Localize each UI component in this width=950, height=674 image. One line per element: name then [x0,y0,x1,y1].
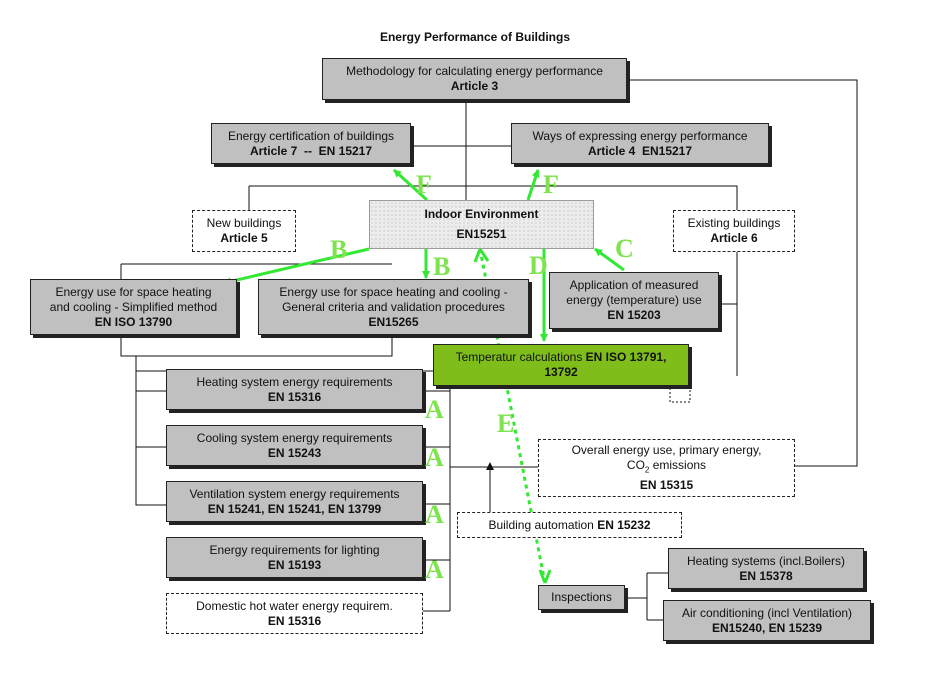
methodology-line1: Methodology for calculating energy perfo… [346,64,603,78]
ways-box[interactable]: Ways of expressing energy performance Ar… [511,123,769,164]
automation-line1: Building automation EN 15232 [488,518,650,533]
overall-energy-box[interactable]: Overall energy use, primary energy, CO2 … [538,439,795,497]
heating-systems-boilers-box[interactable]: Heating systems (incl.Boilers) EN 15378 [668,548,864,589]
measured-line3: EN 15203 [607,308,661,322]
existing-buildings-line1: Existing buildings [687,216,781,230]
heating-system-line2: EN 15316 [267,389,322,404]
link-label-c: C [615,234,634,263]
methodology-line2: Article 3 [450,79,499,93]
indoor-line2: EN15251 [456,226,507,241]
measured-line1: Application of measured [569,278,699,292]
certification-box[interactable]: Energy certification of buildings Articl… [211,123,411,164]
overall-emissions: emissions [649,458,707,473]
temperature-line1: Temperatur calculations EN ISO 13791, [456,350,667,365]
link-label-a-ventilation: A [425,500,444,529]
temperature-line1-standard: EN ISO 13791, [585,350,667,364]
link-label-b-right: B [433,252,451,281]
link-label-b-left: B [330,235,348,264]
link-label-a-lighting: A [425,555,444,584]
inspections-line1: Inspections [551,590,612,604]
general-criteria-line3: EN15265 [368,314,419,329]
overall-line1: Overall energy use, primary energy, [571,443,762,458]
general-criteria-line1: Energy use for space heating and cooling… [279,284,508,299]
measured-energy-box[interactable]: Application of measured energy (temperat… [549,272,719,329]
heating-systems-line2: EN 15378 [739,568,793,583]
simplified-line1: Energy use for space heating [55,284,212,299]
temperature-line1-text: Temperatur calculations [455,350,586,364]
link-label-d: D [529,251,548,280]
indoor-line1: Indoor Environment [424,207,539,222]
heating-system-line1: Heating system energy requirements [196,374,393,389]
overall-line3: EN 15315 [639,477,694,492]
overall-co: CO [626,458,645,473]
simplified-line3: EN ISO 13790 [94,314,173,329]
lighting-line2: EN 15193 [267,557,322,572]
general-criteria-box[interactable]: Energy use for space heating and cooling… [258,279,529,335]
ventilation-system-line1: Ventilation system energy requirements [189,486,400,501]
air-conditioning-line1: Air conditioning (incl Ventilation) [681,605,853,620]
methodology-box[interactable]: Methodology for calculating energy perfo… [322,58,627,100]
cooling-system-line1: Cooling system energy requirements [196,430,393,445]
existing-buildings-line2: Article 6 [710,231,758,245]
ways-line2: Article 4 EN15217 [587,143,693,158]
temperature-line2: 13792 [544,365,578,379]
automation-text: Building automation [488,517,598,532]
simplified-line2: and cooling - Simplified method [49,299,218,314]
hot-water-line1: Domestic hot water energy requirem. [196,598,393,613]
hot-water-box[interactable]: Domestic hot water energy requirem. EN 1… [166,593,423,634]
air-conditioning-box[interactable]: Air conditioning (incl Ventilation) EN15… [663,600,871,641]
new-buildings-box[interactable]: New buildings Article 5 [192,210,296,252]
heating-system-box[interactable]: Heating system energy requirements EN 15… [166,369,423,410]
cooling-system-box[interactable]: Cooling system energy requirements EN 15… [166,425,423,466]
heating-systems-line1: Heating systems (incl.Boilers) [686,553,846,568]
cooling-system-line2: EN 15243 [267,445,322,460]
air-conditioning-line2: EN15240, EN 15239 [711,620,823,635]
inspections-box[interactable]: Inspections [538,585,625,610]
link-label-a-cooling: A [425,443,444,472]
lighting-box[interactable]: Energy requirements for lighting EN 1519… [166,537,423,578]
ways-line1: Ways of expressing energy performance [532,128,748,143]
diagram-title: Energy Performance of Buildings [379,30,571,44]
link-label-e: E [497,409,515,438]
lighting-line1: Energy requirements for lighting [209,542,380,557]
building-automation-box[interactable]: Building automation EN 15232 [457,512,682,538]
existing-buildings-box[interactable]: Existing buildings Article 6 [673,210,795,252]
hot-water-line2: EN 15316 [267,613,322,628]
overall-line2: CO2 emissions [627,458,706,477]
indoor-environment-box[interactable]: Indoor Environment EN15251 [369,200,594,249]
ventilation-system-box[interactable]: Ventilation system energy requirements E… [166,481,423,522]
link-label-f-right: F [543,170,559,199]
link-label-a-heating: A [425,395,444,424]
general-criteria-line2: General criteria and validation procedur… [282,299,505,314]
simplified-method-box[interactable]: Energy use for space heating and cooling… [30,279,237,335]
temperature-calculations-box[interactable]: Temperatur calculations EN ISO 13791, 13… [433,344,689,386]
link-label-f-left: F [416,170,432,199]
automation-standard: EN 15232 [597,517,651,532]
certification-line2: Article 7 -- EN 15217 [249,143,373,158]
new-buildings-line2: Article 5 [220,231,268,245]
overall-co-subscript: 2 [644,465,650,475]
ventilation-system-line2: EN 15241, EN 15241, EN 13799 [207,501,382,516]
measured-line2: energy (temperature) use [566,293,702,307]
certification-line1: Energy certification of buildings [227,128,395,143]
new-buildings-line1: New buildings [206,216,282,230]
